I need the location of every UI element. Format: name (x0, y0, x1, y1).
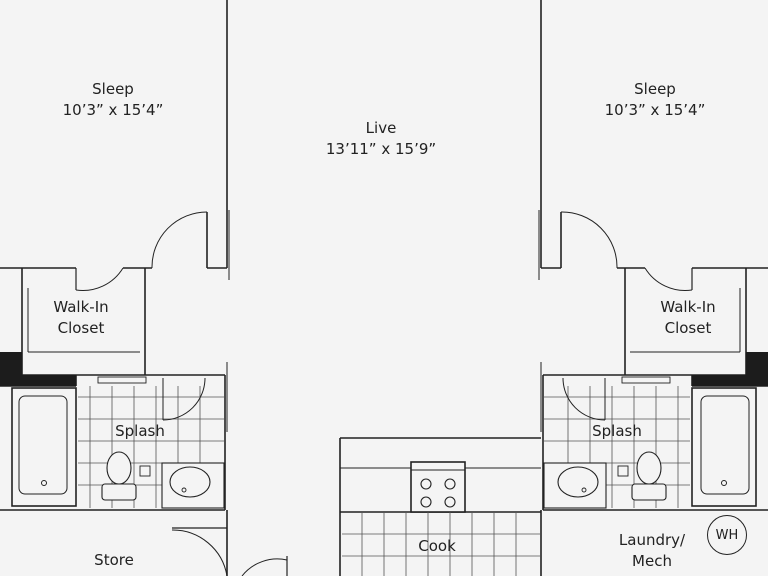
room-label-sleep-right: Sleep 10’3” x 15’4” (605, 79, 706, 121)
room-label-store: Store (94, 551, 134, 569)
closet-right-line1: Walk-In (660, 298, 716, 316)
door-swing-entry (241, 558, 288, 576)
room-dims-sleep-left: 10’3” x 15’4” (62, 101, 164, 119)
room-name-sleep-left: Sleep (92, 80, 134, 98)
door-swing-closet-left (75, 267, 124, 291)
door-swing-bath-left (162, 377, 206, 421)
room-label-splash-right: Splash (592, 422, 642, 440)
water-heater-symbol: WH (707, 515, 747, 555)
closet-left-line2: Closet (57, 319, 105, 337)
laundry-line2: Mech (632, 552, 672, 570)
vanity-left (161, 462, 225, 509)
burner-3 (420, 496, 432, 508)
bathtub-basin-right (700, 395, 750, 495)
burner-1 (420, 478, 432, 490)
room-label-live: Live 13’11” x 15’9” (326, 118, 436, 160)
wall-block-right-b (692, 375, 746, 386)
toilet-bowl-right (636, 451, 662, 485)
door-swing-store (171, 529, 228, 576)
room-label-closet-right: Walk-In Closet (660, 297, 715, 339)
closet-right-line2: Closet (664, 319, 712, 337)
tile-grid-kitchen (342, 512, 540, 576)
room-label-splash-left: Splash (115, 422, 165, 440)
door-swing-bedroom-left (151, 211, 208, 269)
closet-left-line1: Walk-In (53, 298, 109, 316)
room-name-live: Live (365, 119, 397, 137)
room-label-laundry: Laundry/ Mech (619, 530, 685, 572)
toilet-bowl-left (106, 451, 132, 485)
burner-4 (444, 496, 456, 508)
wall-block-left-b (22, 375, 76, 386)
towel-bar-left (97, 376, 147, 384)
sink-drain-left (181, 487, 187, 493)
wall-block-right (746, 352, 768, 386)
toilet-tank-right (631, 483, 667, 501)
bathtub-drain-right (721, 480, 727, 486)
wall-block-left (0, 352, 22, 386)
room-label-cook: Cook (418, 537, 456, 555)
bathtub-right (691, 387, 757, 507)
bathtub-left (11, 387, 77, 507)
door-swing-closet-right (644, 267, 693, 291)
door-swing-bedroom-right (560, 211, 618, 269)
sink-basin-right (557, 466, 599, 498)
bathtub-drain-left (41, 480, 47, 486)
room-dims-sleep-right: 10’3” x 15’4” (604, 101, 706, 119)
bathtub-basin-left (18, 395, 68, 495)
grab-bar-right (617, 465, 629, 477)
door-swing-bath-right (562, 377, 606, 421)
room-label-sleep-left: Sleep 10’3” x 15’4” (63, 79, 164, 121)
sink-basin-left (169, 466, 211, 498)
laundry-line1: Laundry/ (618, 531, 686, 549)
room-name-sleep-right: Sleep (634, 80, 676, 98)
towel-bar-right (621, 376, 671, 384)
toilet-tank-left (101, 483, 137, 501)
burner-2 (444, 478, 456, 490)
grab-bar-left (139, 465, 151, 477)
tile-grid-bath-left (78, 386, 224, 508)
room-dims-live: 13’11” x 15’9” (325, 140, 437, 158)
room-label-closet-left: Walk-In Closet (53, 297, 108, 339)
sink-drain-right (581, 487, 587, 493)
vanity-right (543, 462, 607, 509)
